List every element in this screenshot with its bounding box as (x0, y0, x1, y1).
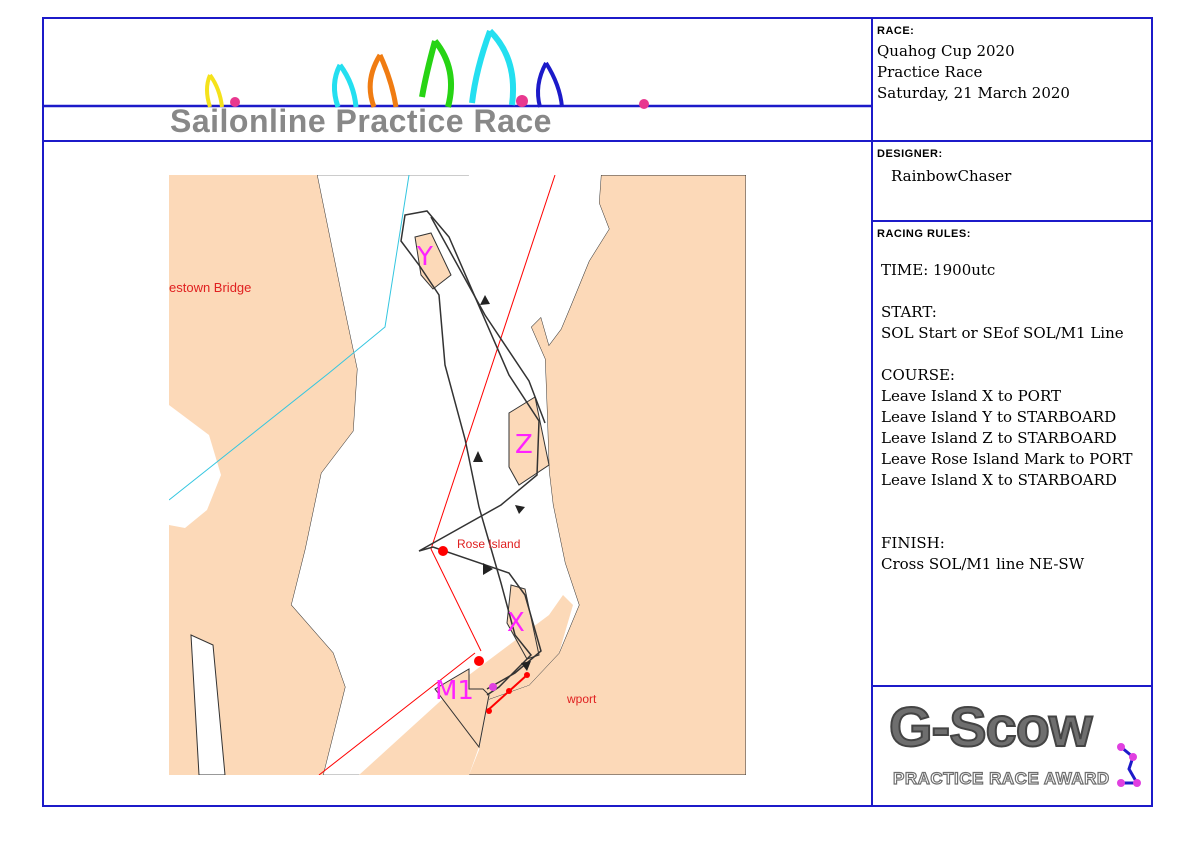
banner-title: Sailonline Practice Race (170, 103, 552, 139)
course-item: Leave Island X to STARBOARD (881, 471, 1117, 489)
buoy-dot (230, 97, 240, 107)
mark-label-m1: M1 (435, 676, 474, 706)
route-arrow-icon (483, 563, 493, 575)
island-z (508, 396, 550, 486)
buoy-dot (516, 95, 528, 107)
course-item: Leave Island Z to STARBOARD (881, 429, 1117, 447)
banner-cell: Sailonline Practice Race (42, 17, 873, 142)
mark-label-x: X (507, 608, 525, 638)
start-dot (506, 688, 512, 694)
label-bridge: estown Bridge (169, 280, 251, 295)
award-cell: G-Scow PRACTICE RACE AWARD (871, 685, 1153, 807)
rules-finish-text: Cross SOL/M1 line NE-SW (881, 555, 1085, 573)
award-title: G-Scow (888, 695, 1093, 758)
layline-red (318, 652, 476, 775)
course-item: Leave Island X to PORT (881, 387, 1061, 405)
sail-orange-icon (367, 53, 399, 108)
race-label: RACE: (877, 25, 915, 37)
route-arrow-icon (521, 661, 531, 671)
island-y (414, 232, 452, 290)
rules-start-text: SOL Start or SEof SOL/M1 Line (881, 324, 1124, 342)
race-name: Quahog Cup 2020 (877, 42, 1015, 60)
rules-finish-heading: FINISH: (881, 534, 945, 552)
mark-label-z: Z (515, 430, 533, 460)
sail-blue-icon (536, 61, 564, 108)
water-west-inlet (169, 405, 221, 528)
mark-label-y: Y (416, 242, 433, 272)
route-arrow-icon (515, 505, 525, 514)
course-route-2 (430, 216, 546, 424)
sail-cyan-icon (332, 63, 359, 108)
race-cell: RACE: Quahog Cup 2020 Practice Race Satu… (871, 17, 1153, 142)
start-dot (486, 708, 492, 714)
designer-label: DESIGNER: (877, 148, 943, 160)
rules-course-heading: COURSE: (881, 366, 955, 384)
sail-yellow-icon (205, 73, 224, 108)
designer-name: RainbowChaser (891, 167, 1012, 185)
sail-cyan2-icon (469, 28, 517, 106)
buoy-dot (639, 99, 649, 109)
award-subtitle: PRACTICE RACE AWARD (892, 768, 1110, 788)
label-rose-island: Rose Island (457, 537, 520, 551)
layline-red (430, 548, 482, 652)
course-route (400, 210, 542, 696)
designer-cell: DESIGNER: RainbowChaser (871, 140, 1153, 222)
award-boat-icon (1117, 743, 1141, 787)
water-west-inlet2 (190, 634, 226, 775)
race-date: Saturday, 21 March 2020 (877, 84, 1070, 102)
course-item: Leave Island Y to STARBOARD (881, 408, 1117, 426)
rose-island-mark (438, 546, 448, 556)
mark-dot (474, 656, 484, 666)
m1-mark (489, 683, 497, 691)
route-arrow-icon (473, 451, 483, 462)
banner-logo (44, 28, 871, 109)
rules-time: TIME: 1900utc (881, 261, 996, 279)
rules-label: RACING RULES: (877, 228, 971, 240)
sail-green-icon (419, 39, 454, 108)
rules-start-heading: START: (881, 303, 937, 321)
label-newport: wport (566, 692, 597, 706)
rules-cell: RACING RULES: TIME: 1900utc START: SOL S… (871, 220, 1153, 687)
course-item: Leave Rose Island Mark to PORT (881, 450, 1133, 468)
land-west-main (169, 175, 357, 775)
start-dot (524, 672, 530, 678)
layline-red (430, 175, 556, 550)
land-newport-tip (434, 668, 490, 749)
course-map: estown Bridge Rose Island wport Y Z X M1 (169, 175, 746, 775)
route-arrow-icon (480, 295, 490, 305)
channel-line (169, 175, 410, 501)
race-type: Practice Race (877, 63, 983, 81)
